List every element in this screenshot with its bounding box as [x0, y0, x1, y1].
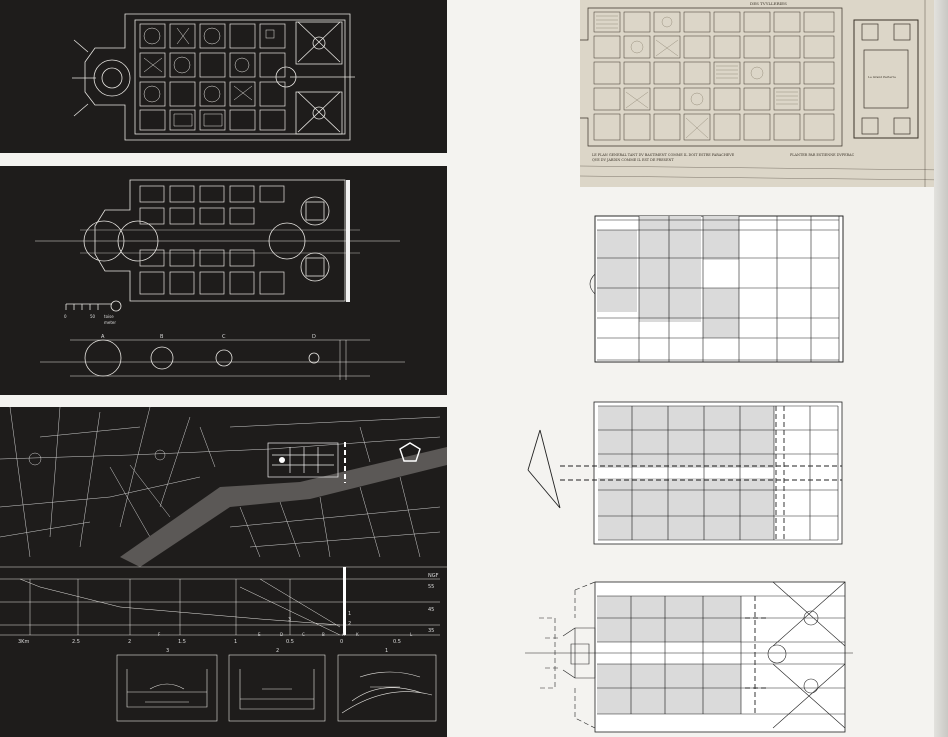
engraving-drawing: DES TVYLLERIES Le Grand Parterre LE PLAN…	[580, 0, 948, 187]
river	[120, 447, 447, 567]
station-f: F	[158, 632, 161, 637]
engraving-caption-left-2: QVE DV JARDIN COMME IL EST DE PRESENT	[592, 158, 674, 162]
ngf-label: NGF	[428, 573, 439, 579]
view-label-1: 1	[385, 648, 388, 654]
dark-plan-panel	[0, 0, 447, 153]
view-label-3: 3	[166, 648, 169, 654]
distance-0: 0	[340, 639, 343, 645]
axis-letter-d: D	[312, 334, 316, 340]
station-d: D	[280, 632, 283, 637]
site-map-drawing: NGF 55 45 35 3Km 2.5 2 1.5 1 0.5 0 0.5 F…	[0, 407, 447, 722]
distance-2: 2	[128, 639, 131, 645]
scale-unit-toise: toise	[104, 314, 114, 319]
elevation-45: 45	[428, 607, 434, 613]
distance-0-5: 0.5	[286, 639, 294, 645]
historic-engraving: DES TVYLLERIES Le Grand Parterre LE PLAN…	[580, 0, 948, 187]
mark-2: 2	[348, 621, 351, 627]
station-c: C	[302, 632, 305, 637]
engraving-top-caption: DES TVYLLERIES	[750, 1, 787, 6]
station-b: B	[322, 632, 325, 637]
engraving-caption-left-1: LE PLAN GENERAL TANT DV BASTIMENT COMME …	[592, 153, 735, 157]
scale-unit-meter: meter	[104, 320, 116, 325]
axial-geometry-drawing: A B C D 0 50 toise meter	[35, 179, 405, 380]
station-e: E	[258, 632, 261, 637]
distance-1-5: 1.5	[178, 639, 186, 645]
garden-plan-drawing	[72, 13, 355, 141]
elevation-35: 35	[428, 628, 434, 634]
grid-diagram-2	[527, 401, 843, 545]
view-label-2: 2	[276, 648, 279, 654]
mark-3: 3	[288, 617, 291, 623]
scale-50: 50	[90, 314, 96, 319]
axis-letter-a: A	[101, 334, 105, 340]
scale-zero: 0	[64, 314, 67, 319]
distance-2-5: 2.5	[72, 639, 80, 645]
distance-3km: 3Km	[18, 639, 29, 645]
bastion-dot	[279, 457, 285, 463]
elevation-55: 55	[428, 584, 434, 590]
mark-1: 1	[348, 611, 351, 617]
station-k: K	[356, 632, 359, 637]
engraving-inner-caption: Le Grand Parterre	[868, 75, 896, 79]
axis-letter-b: B	[160, 334, 164, 340]
station-a: A	[342, 632, 345, 637]
station-l: L	[410, 632, 413, 637]
axis-letter-c: C	[222, 334, 226, 340]
terrace-edge	[346, 180, 350, 302]
distance-0-5-east: 0.5	[393, 639, 401, 645]
site-map-panel: NGF 55 45 35 3Km 2.5 2 1.5 1 0.5 0 0.5 F…	[0, 407, 447, 737]
engraving-caption-right: PLANTER PAR ESTIENNE DVPERAC	[790, 153, 855, 157]
grid-diagram-3	[525, 581, 853, 733]
louvre-outline	[399, 442, 421, 462]
page-gutter	[934, 0, 948, 737]
grid-diagram-1	[589, 215, 844, 363]
distance-1: 1	[234, 639, 237, 645]
axial-geometry-panel: A B C D 0 50 toise meter	[0, 166, 447, 395]
